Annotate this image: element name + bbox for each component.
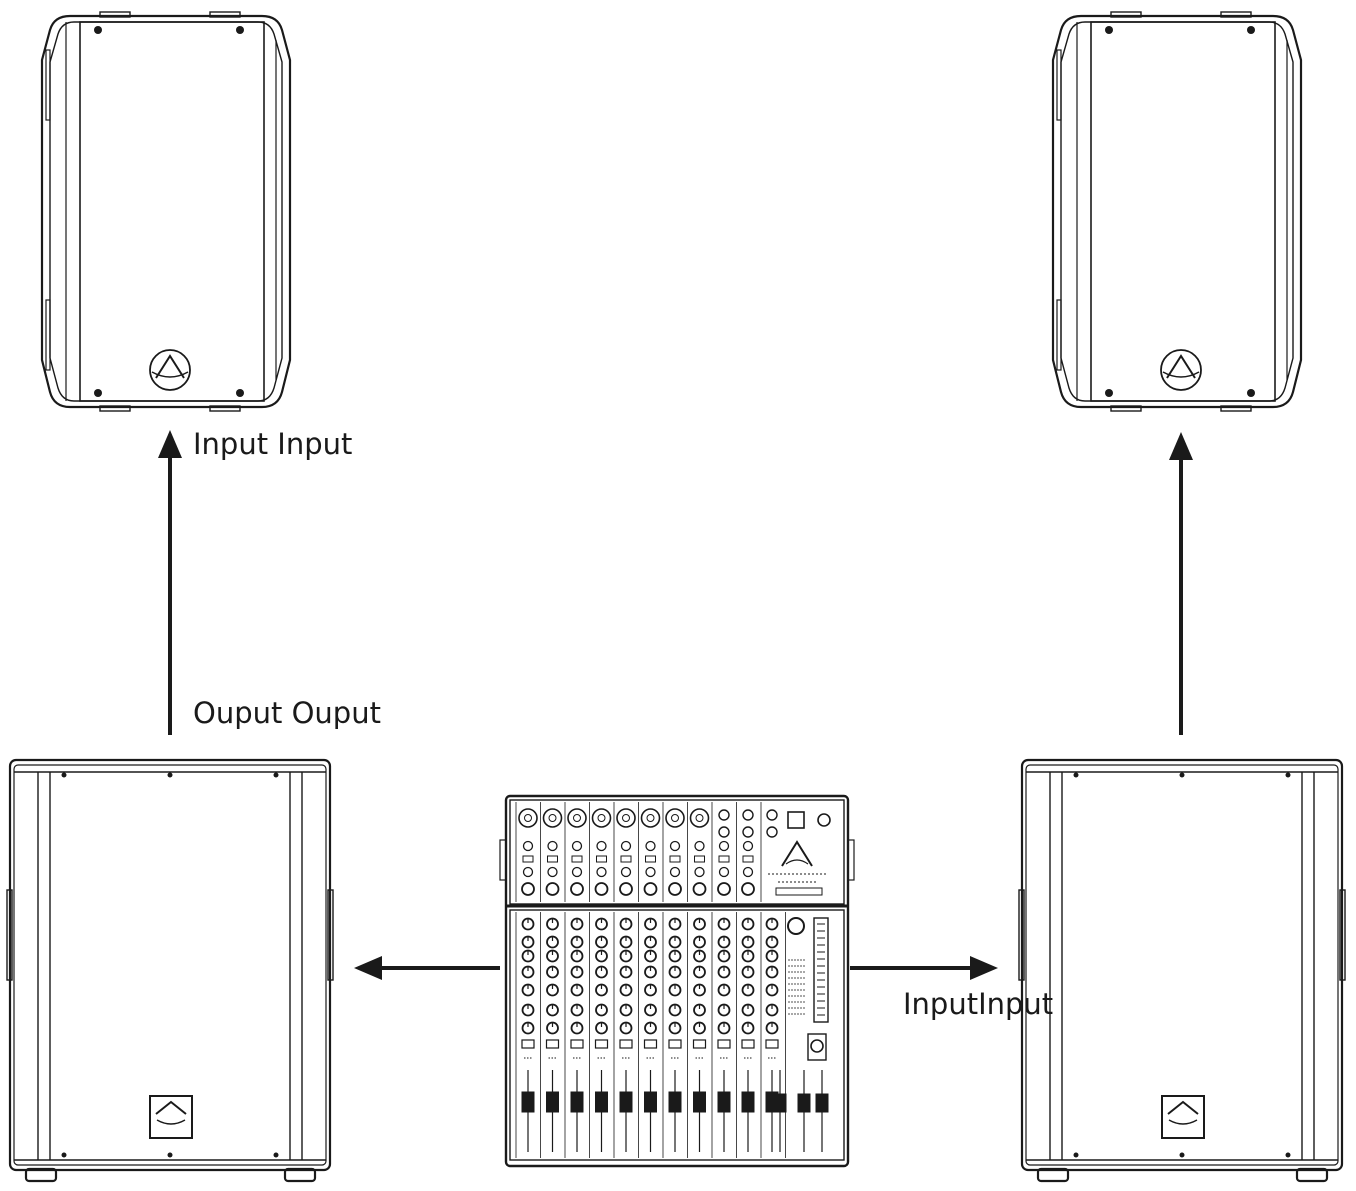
label-output-left: Ouput Ouput xyxy=(193,696,381,730)
mixer-controls xyxy=(515,802,829,1158)
arrow-mixer-to-left xyxy=(354,956,500,980)
label-input-top-left: Input Input xyxy=(193,427,353,461)
bottom-left-subwoofer xyxy=(5,758,335,1183)
top-left-speaker xyxy=(40,10,292,413)
mixer xyxy=(499,794,855,1168)
arrow-left-up xyxy=(158,430,182,735)
arrow-mixer-to-right xyxy=(850,956,998,980)
label-input-right: InputInput xyxy=(903,987,1054,1021)
arrow-right-up xyxy=(1169,432,1193,735)
bottom-right-subwoofer xyxy=(1017,758,1347,1183)
top-right-speaker xyxy=(1051,10,1303,413)
